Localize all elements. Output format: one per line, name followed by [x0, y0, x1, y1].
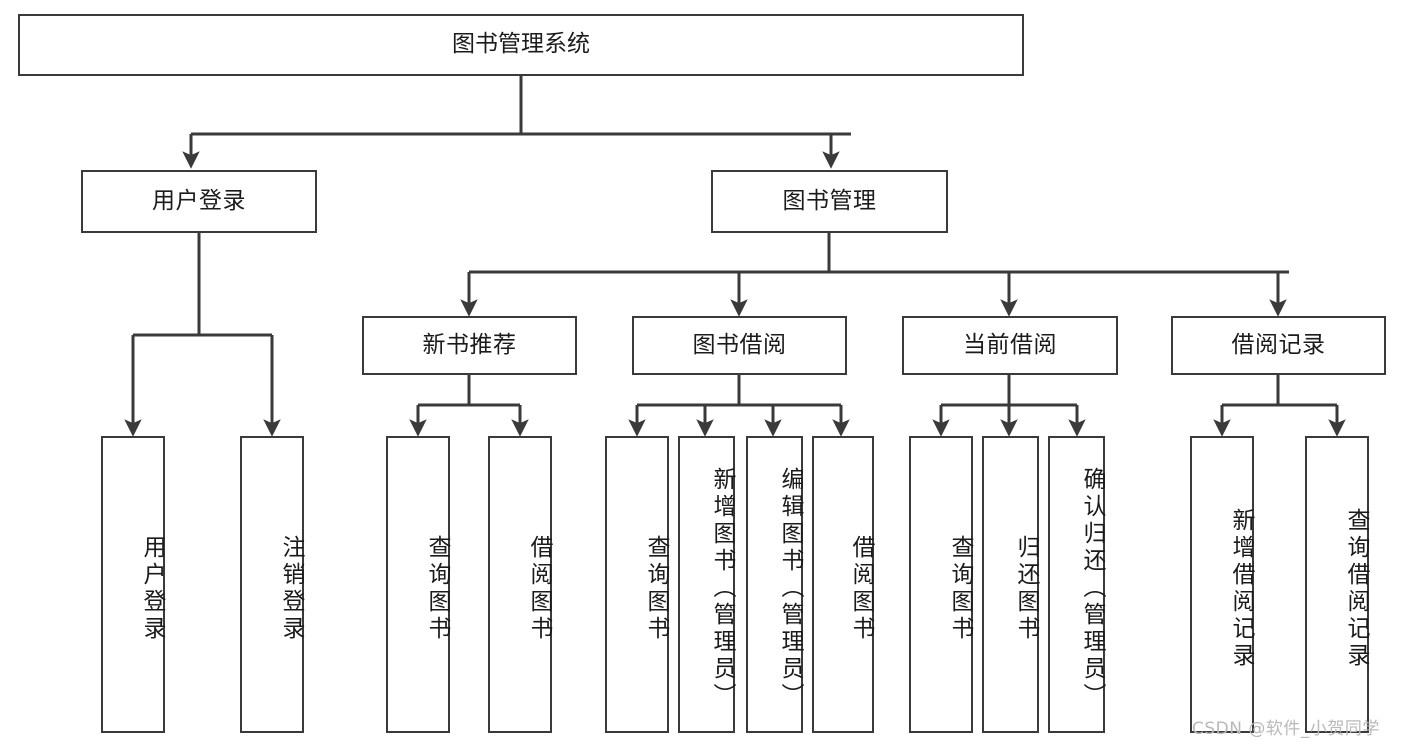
leaf-user-login[interactable]: 用户登录 — [101, 436, 165, 733]
leaf-confirm-return-admin[interactable]: 确认归还（管理员） — [1048, 436, 1105, 733]
node-user-login[interactable]: 用户登录 — [81, 170, 317, 233]
leaf-query-book-current[interactable]: 查询图书 — [909, 436, 973, 733]
node-label: 当前借阅 — [963, 331, 1057, 358]
node-label: 图书管理 — [782, 187, 877, 214]
leaf-edit-book-admin[interactable]: 编辑图书（管理员） — [746, 436, 803, 733]
node-book-management[interactable]: 图书管理 — [711, 170, 948, 233]
node-label: 新增图书（管理员） — [709, 467, 735, 710]
leaf-borrow-book[interactable]: 借阅图书 — [812, 436, 874, 733]
node-borrow-record[interactable]: 借阅记录 — [1171, 316, 1386, 375]
leaf-logout-login[interactable]: 注销登录 — [240, 436, 304, 733]
leaf-add-book-admin[interactable]: 新增图书（管理员） — [678, 436, 735, 733]
csdn-watermark: CSDN @软件_小贺同学 — [1192, 719, 1380, 739]
leaf-borrow-book-recommend[interactable]: 借阅图书 — [488, 436, 552, 733]
node-label: 查询图书 — [643, 534, 669, 643]
node-new-book-recommend[interactable]: 新书推荐 — [362, 316, 577, 375]
node-label: 图书借阅 — [692, 331, 787, 358]
node-label: 编辑图书（管理员） — [777, 467, 803, 710]
leaf-query-book-borrow[interactable]: 查询图书 — [605, 436, 669, 733]
node-label: 归还图书 — [1013, 534, 1039, 643]
node-label: 图书管理系统 — [452, 31, 590, 58]
leaf-query-borrow-record[interactable]: 查询借阅记录 — [1305, 436, 1369, 733]
node-label: 新书推荐 — [422, 331, 517, 358]
node-label: 借阅图书 — [526, 534, 552, 643]
node-label: 用户登录 — [139, 534, 165, 643]
node-label: 借阅记录 — [1231, 331, 1326, 358]
node-label: 确认归还（管理员） — [1079, 467, 1105, 710]
leaf-add-borrow-record[interactable]: 新增借阅记录 — [1190, 436, 1254, 733]
node-book-borrow[interactable]: 图书借阅 — [632, 316, 847, 375]
node-label: 查询图书 — [947, 534, 973, 643]
node-label: 查询图书 — [424, 534, 450, 643]
node-label: 新增借阅记录 — [1228, 507, 1254, 670]
node-label: 注销登录 — [278, 534, 304, 643]
leaf-query-book-recommend[interactable]: 查询图书 — [386, 436, 450, 733]
node-label: 查询借阅记录 — [1343, 507, 1369, 670]
leaf-return-book[interactable]: 归还图书 — [982, 436, 1039, 733]
node-label: 用户登录 — [152, 187, 246, 214]
node-label: 借阅图书 — [848, 534, 874, 643]
node-current-borrow[interactable]: 当前借阅 — [902, 316, 1118, 375]
node-root-book-management-system[interactable]: 图书管理系统 — [18, 14, 1024, 76]
